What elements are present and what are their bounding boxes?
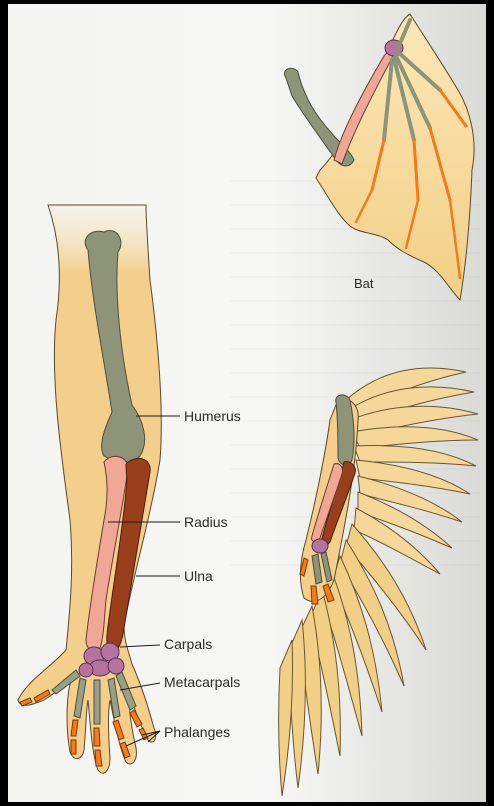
- human-arm: [18, 205, 161, 773]
- metacarpals-label: Metacarpals: [164, 675, 240, 689]
- phalanx-bone: [71, 740, 76, 754]
- phalanges-label: Phalanges: [164, 725, 230, 739]
- radius-label: Radius: [184, 515, 228, 529]
- carpal-bone: [79, 663, 93, 677]
- metacarpal-bone: [94, 680, 100, 724]
- bird-carpals-bone: [312, 539, 328, 553]
- bird-wing: [279, 368, 478, 796]
- bat-wing: [284, 14, 474, 300]
- bird-feather: [352, 427, 478, 448]
- phalanx-bone: [94, 728, 100, 746]
- bird-humerus-bone: [336, 395, 354, 465]
- ulna-label: Ulna: [184, 569, 213, 583]
- carpals-label: Carpals: [164, 637, 212, 651]
- carpal-bone: [108, 658, 124, 674]
- bat-label: Bat: [354, 277, 374, 290]
- humerus-label: Humerus: [184, 409, 241, 423]
- bird-feather: [279, 640, 293, 796]
